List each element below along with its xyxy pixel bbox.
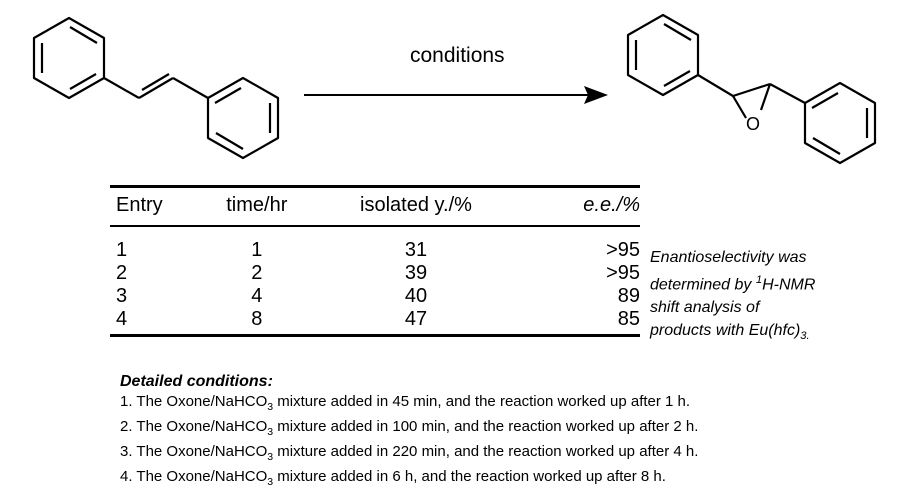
cell-ee: >95 [606,262,640,284]
enantioselectivity-note: Enantioselectivity was determined by 1H-… [650,246,895,349]
note-superscript: 1 [755,274,763,286]
details-item: 1. The Oxone/NaHCO3 mixture added in 45 … [120,392,698,417]
detailed-conditions: Detailed conditions: 1. The Oxone/NaHCO3… [120,372,698,492]
details-item: 3. The Oxone/NaHCO3 mixture added in 220… [120,442,698,467]
cell-ee: >95 [606,239,640,261]
header-time: time/hr [192,185,322,227]
details-text: mixture added in 45 min, and the reactio… [273,393,691,410]
cell-entry: 1 [116,239,128,261]
note-subscript: 3. [800,330,810,343]
note-text: determined by [650,276,756,294]
results-table: Entry time/hr isolated y./% e.e./% 1 1 3… [110,185,640,337]
details-item: 4. The Oxone/NaHCO3 mixture added in 6 h… [120,467,698,492]
table-row: 3 4 40 89 [110,285,640,308]
epoxide-ring [697,74,806,119]
epoxide-right-ring [803,81,877,165]
note-line: products with Eu(hfc)3. [650,319,895,348]
cell-time: 8 [192,308,322,337]
note-line: shift analysis of [650,299,760,317]
cell-time: 1 [251,239,263,261]
header-ee: e.e./% [510,185,640,227]
cell-time: 4 [251,285,263,307]
details-item: 2. The Oxone/NaHCO3 mixture added in 100… [120,417,698,442]
note-line: determined by 1H-NMR [650,269,895,296]
reaction-scheme: O [32,13,877,165]
header-entry: Entry [110,185,193,227]
cell-yield: 47 [321,308,511,337]
details-subscript: 3 [267,476,274,488]
note-text: H-NMR [762,276,816,294]
cell-entry: 3 [116,285,128,307]
details-text: 2. The Oxone/NaHCO [120,418,268,435]
details-title: Detailed conditions: [120,373,273,390]
stilbene-double-bond [103,73,209,99]
cell-yield: 39 [404,262,428,284]
details-text: 1. The Oxone/NaHCO [120,393,268,410]
cell-yield: 31 [404,239,428,261]
cell-ee: 89 [617,285,640,307]
table-row: 2 2 39 >95 [110,262,640,285]
table-row: 4 8 47 85 [110,308,640,337]
header-yield: isolated y./% [321,185,511,227]
cell-entry: 2 [116,262,128,284]
epoxide-oxygen-label: O [746,114,760,134]
cell-time: 2 [251,262,263,284]
details-subscript: 3 [267,451,274,463]
note-line: Enantioselectivity was [650,249,807,266]
epoxide-left-ring [626,13,700,97]
details-text: mixture added in 100 min, and the reacti… [273,418,699,435]
details-text: mixture added in 220 min, and the reacti… [273,443,699,460]
details-text: 4. The Oxone/NaHCO [120,468,268,485]
cell-yield: 40 [404,285,428,307]
stilbene-right-ring [206,76,280,160]
cell-entry: 4 [110,308,193,337]
stilbene-left-ring [32,16,106,100]
table-header-row: Entry time/hr isolated y./% e.e./% [110,185,640,227]
conditions-label: conditions [410,44,505,67]
details-subscript: 3 [267,426,274,438]
details-text: 3. The Oxone/NaHCO [120,443,268,460]
table-row: 1 1 31 >95 [110,226,640,262]
note-text: products with Eu(hfc) [650,322,801,340]
cell-ee: 85 [510,308,640,337]
details-text: mixture added in 6 h, and the reaction w… [273,468,666,485]
details-subscript: 3 [267,401,274,413]
reaction-arrow [304,86,608,104]
